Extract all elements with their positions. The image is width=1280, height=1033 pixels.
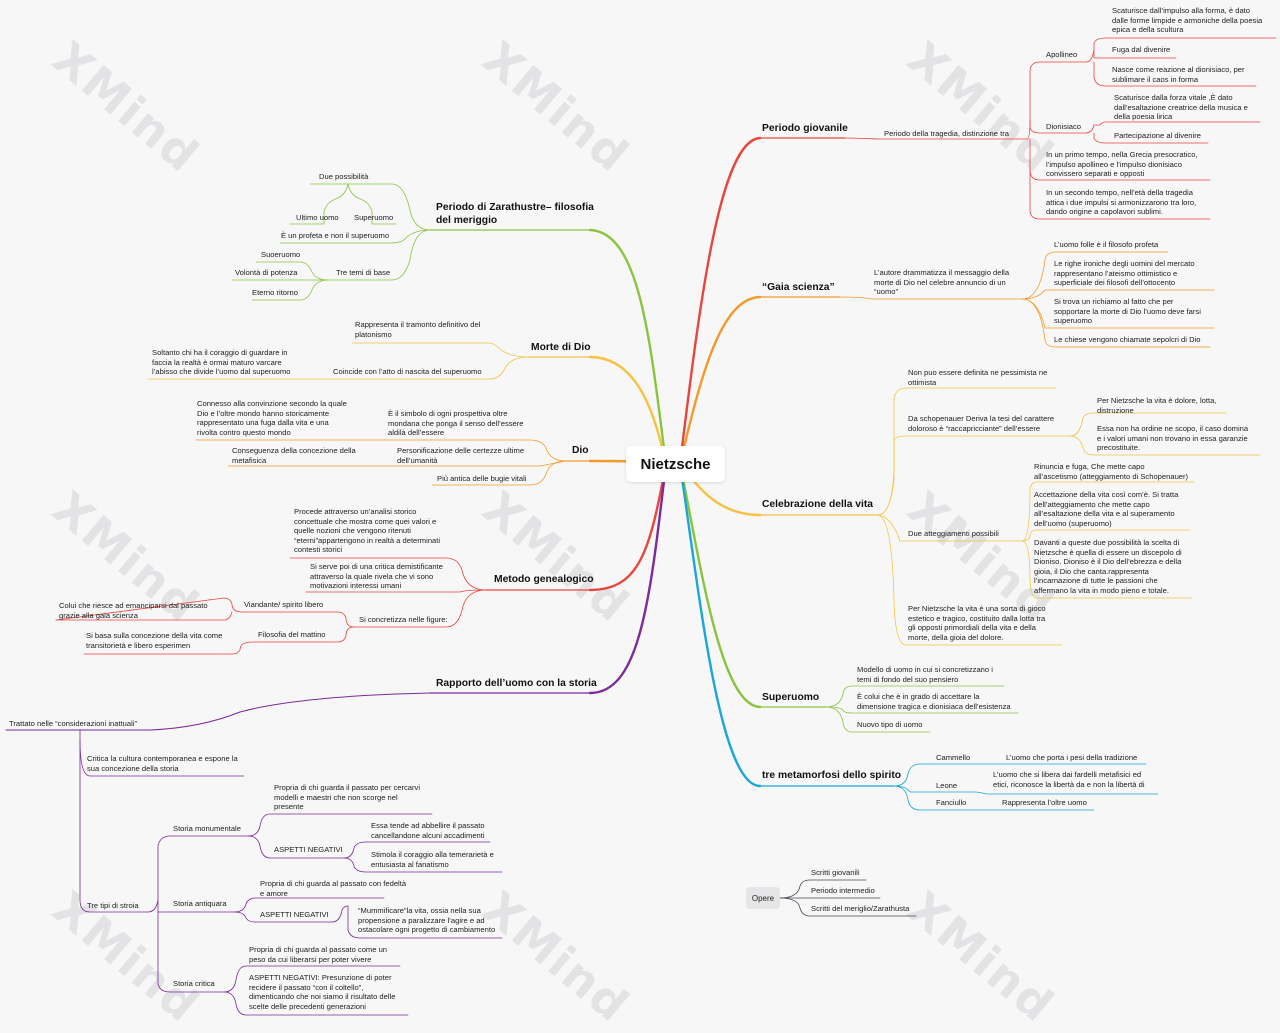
topic-periodo-giovanile[interactable]: Periodo giovanile bbox=[762, 123, 848, 134]
zarathustra-tema[interactable]: Suoeruomo bbox=[261, 250, 301, 259]
gaia-item[interactable]: Si trova un richiamo al fatto che per so… bbox=[1054, 297, 1201, 326]
metodo-figura-desc[interactable]: Colui che riesce ad emanciparsi dal pass… bbox=[59, 601, 208, 620]
superuomo-item[interactable]: Nuovo tipo di uomo bbox=[857, 720, 923, 729]
dio-sub[interactable]: Conseguenza della concezione della metaf… bbox=[232, 446, 356, 465]
central-topic[interactable]: Nietzsche bbox=[626, 446, 725, 482]
topic-morte-di-dio[interactable]: Morte di Dio bbox=[531, 342, 591, 353]
zarathustra-profeta[interactable]: È un profeta e non il superuomo bbox=[281, 231, 390, 240]
superuomo-item[interactable]: È colui che è in grado di accettare la d… bbox=[857, 692, 1011, 711]
topic-metodo-genealogico[interactable]: Metodo genealogico bbox=[494, 574, 594, 585]
gaia-item[interactable]: L’uomo folle è il filosofo profeta bbox=[1054, 240, 1159, 249]
metodo-figura[interactable]: Viandante/ spirito libero bbox=[244, 600, 324, 609]
storia-critica-neg[interactable]: ASPETTI NEGATIVI: Presunzione di poter r… bbox=[249, 973, 396, 1011]
storia-antiquaria-neg[interactable]: “Mummificare”la vita, ossia nella sua pr… bbox=[358, 906, 496, 935]
storia-critica-cultura[interactable]: Critica la cultura contemporanea e espon… bbox=[87, 754, 238, 773]
storia-monumentale-desc[interactable]: Propria di chi guarda il passato per cer… bbox=[274, 783, 421, 812]
metodo-item[interactable]: Si concretizza nelle figure: bbox=[359, 615, 448, 624]
celebrazione-item[interactable]: Due atteggiamenti possibili bbox=[908, 529, 999, 538]
celebrazione-sub[interactable]: Rinuncia e fuga, Che mette capo all’asce… bbox=[1034, 462, 1189, 481]
celebrazione-sub[interactable]: Essa non ha ordine ne scopo, il caso dom… bbox=[1097, 424, 1249, 453]
periodo-giovanile-sub[interactable]: Periodo della tragedia, distinzione tra bbox=[884, 129, 1009, 138]
storia-critica[interactable]: Storia critica bbox=[173, 979, 215, 988]
gaia-item[interactable]: Le righe ironiche degli uomini del merca… bbox=[1054, 259, 1195, 288]
celebrazione-item[interactable]: Non puo essere definita ne pessimista ne… bbox=[908, 368, 1048, 387]
topic-celebrazione-vita[interactable]: Celebrazione della vita bbox=[762, 499, 874, 510]
superuomo-item[interactable]: Modello di uomo in cui si concretizzano … bbox=[857, 665, 993, 684]
storia-monumentale-neg[interactable]: Stimola il coraggio alla temerarietà e e… bbox=[371, 850, 494, 869]
storia-tre-tipi[interactable]: Tre tipi di stroia bbox=[87, 901, 139, 910]
dio-item[interactable]: È il simbolo di ogni prospettiva oltre m… bbox=[388, 409, 524, 438]
metamorfosi-label[interactable]: Fanciullo bbox=[936, 798, 967, 807]
storia-antiquaria[interactable]: Storia antiquara bbox=[173, 899, 227, 908]
dionisiaco-label[interactable]: Dionisiaco bbox=[1046, 122, 1082, 131]
celebrazione-sub[interactable]: Davanti a queste due possibilità la scel… bbox=[1034, 538, 1182, 595]
metamorfosi-desc[interactable]: L’uomo che porta i pesi della tradizione bbox=[1006, 753, 1138, 762]
opere-item[interactable]: Scritti giovanili bbox=[811, 868, 860, 877]
dio-item[interactable]: Personificazione delle certezze ultime d… bbox=[397, 446, 525, 465]
storia-trattato[interactable]: Trattato nelle “considerazioni inattuali… bbox=[9, 719, 138, 728]
opere-item[interactable]: Periodo intermedio bbox=[811, 886, 875, 895]
metamorfosi-label[interactable]: Leone bbox=[936, 781, 958, 790]
zarathustra-tema[interactable]: Volontà di potenza bbox=[235, 268, 298, 277]
dionisiaco-item[interactable]: Scaturisce dalla forza vitale ,È dato da… bbox=[1114, 93, 1248, 122]
topic-tre-metamorfosi[interactable]: tre metamorfosi dello spirito bbox=[762, 770, 902, 781]
metodo-figura-desc[interactable]: Si basa sulla concezione della vita come… bbox=[86, 631, 223, 650]
morte-sub[interactable]: Soltanto chi ha il coraggio di guardare … bbox=[152, 348, 291, 377]
morte-item[interactable]: Rappresenta il tramonto definitivo del p… bbox=[355, 320, 481, 339]
zarathustra-tema[interactable]: Eterno ritorno bbox=[252, 288, 299, 297]
zarathustra-ultimo-uomo[interactable]: Ultimo uomo bbox=[296, 213, 339, 222]
topic-gaia-scienza[interactable]: “Gaia scienza” bbox=[762, 282, 835, 293]
apollineo-item[interactable]: Fuga dal divenire bbox=[1112, 45, 1171, 54]
apollineo-label[interactable]: Apollineo bbox=[1046, 50, 1078, 59]
apollineo-item[interactable]: Scaturisce dall’impulso alla forma, è da… bbox=[1112, 6, 1263, 35]
gaia-item[interactable]: Le chiese vengono chiamate sepolcri di D… bbox=[1054, 335, 1201, 344]
topic-zarathustra[interactable]: Periodo di Zarathustre– filosofia del me… bbox=[436, 202, 594, 226]
zarathustra-superuomo[interactable]: Superuomo bbox=[354, 213, 394, 222]
metamorfosi-label[interactable]: Cammello bbox=[936, 753, 971, 762]
celebrazione-item[interactable]: Per Nietzsche la vita è una sorta di gio… bbox=[908, 604, 1046, 642]
periodo-note[interactable]: In un secondo tempo, nell’età della trag… bbox=[1046, 188, 1197, 217]
topic-dio[interactable]: Dio bbox=[572, 445, 589, 456]
storia-monumentale-neg[interactable]: Essa tende ad abbellire il passato cance… bbox=[371, 821, 485, 840]
morte-item[interactable]: Coincide con l’atto di nascita del super… bbox=[333, 367, 482, 376]
topic-superuomo[interactable]: Superuomo bbox=[762, 692, 820, 703]
dio-item[interactable]: Più antica delle bugie vitali bbox=[437, 474, 527, 483]
metamorfosi-desc[interactable]: L’uomo che si libera dai fardelli metafi… bbox=[993, 770, 1145, 789]
storia-critica-desc[interactable]: Propria di chi guarda al passato come un… bbox=[249, 945, 388, 964]
gaia-scienza-sub[interactable]: L’autore drammatizza il messaggio della … bbox=[874, 268, 1010, 297]
storia-antiquaria-desc[interactable]: Propria di chi guarda al passato con fed… bbox=[260, 879, 407, 898]
dionisiaco-item[interactable]: Partecipazione al divenire bbox=[1114, 131, 1201, 140]
topic-rapporto-storia[interactable]: Rapporto dell’uomo con la storia bbox=[436, 678, 597, 689]
zarathustra-due-possibilita[interactable]: Due possibilità bbox=[319, 172, 369, 181]
storia-monumentale[interactable]: Storia monumentale bbox=[173, 824, 241, 833]
metodo-item[interactable]: Si serve poi di una critica demistifican… bbox=[310, 562, 443, 591]
metamorfosi-desc[interactable]: Rappresenta l’oltre uomo bbox=[1002, 798, 1087, 807]
metodo-item[interactable]: Procede attraverso un’analisi storico co… bbox=[294, 507, 441, 555]
celebrazione-sub[interactable]: Accettazione della vita così com’è. Si t… bbox=[1034, 490, 1179, 528]
dio-sub[interactable]: Connesso alla convinzione secondo la qua… bbox=[197, 399, 347, 437]
storia-aspetti-negativi[interactable]: ASPETTI NEGATIVI bbox=[274, 845, 343, 854]
topic-opere[interactable]: Opere bbox=[746, 887, 780, 909]
zarathustra-tre-temi[interactable]: Tre temi di base bbox=[336, 268, 391, 277]
apollineo-item[interactable]: Nasce come reazione al dionisiaco, per s… bbox=[1112, 65, 1245, 84]
metodo-figura[interactable]: Filosofia del mattino bbox=[258, 630, 326, 639]
celebrazione-item[interactable]: Da schopenauer Deriva la tesi del caratt… bbox=[908, 414, 1055, 433]
storia-aspetti-negativi[interactable]: ASPETTI NEGATIVI bbox=[260, 910, 329, 919]
periodo-note[interactable]: In un primo tempo, nella Grecia presocra… bbox=[1046, 150, 1198, 179]
opere-item[interactable]: Scritti del meriglio/Zarathusta bbox=[811, 904, 910, 913]
celebrazione-sub[interactable]: Per Nietzsche la vita è dolore, lotta, d… bbox=[1097, 396, 1217, 415]
